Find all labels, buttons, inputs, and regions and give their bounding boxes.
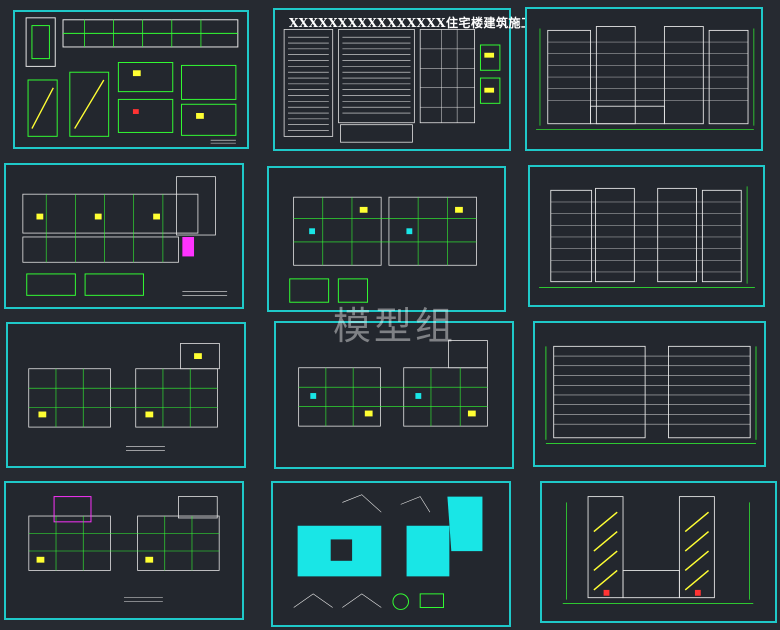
drawing-plan-3 xyxy=(28,343,220,451)
sheet-site-details[interactable] xyxy=(13,10,249,149)
drawing-section xyxy=(562,496,754,604)
cover-title: XXXXXXXXXXXXXXXX住宅楼建筑施工图 xyxy=(289,16,546,30)
drawing-elevation-2 xyxy=(539,186,755,288)
sheet-plan-ground[interactable] xyxy=(4,163,244,309)
sheet-plan-4[interactable] xyxy=(274,321,514,469)
drawing-roof-plan xyxy=(293,494,483,610)
drawing-plan-typical xyxy=(289,196,477,303)
drawing-elevation-3 xyxy=(545,345,757,444)
sheet-roof-plan[interactable] xyxy=(271,481,511,627)
drawing-site-details xyxy=(25,17,239,144)
drawing-plan-ground xyxy=(22,176,228,296)
sheet-elevation-3[interactable] xyxy=(533,321,766,467)
drawing-elevation-1 xyxy=(536,26,755,130)
sheet-plan-3[interactable] xyxy=(6,322,246,468)
sheet-section[interactable] xyxy=(540,481,777,623)
drawing-cover-notes xyxy=(283,29,501,143)
sheet-elevation-2[interactable] xyxy=(528,165,765,307)
drawing-plan-5 xyxy=(28,496,220,602)
sheet-elevation-1[interactable] xyxy=(525,7,763,151)
sheet-plan-5[interactable] xyxy=(4,481,244,620)
sheet-cover-notes[interactable]: XXXXXXXXXXXXXXXX住宅楼建筑施工图 xyxy=(273,8,545,151)
drawing-plan-4 xyxy=(298,340,488,427)
sheet-plan-typical[interactable] xyxy=(267,166,506,312)
